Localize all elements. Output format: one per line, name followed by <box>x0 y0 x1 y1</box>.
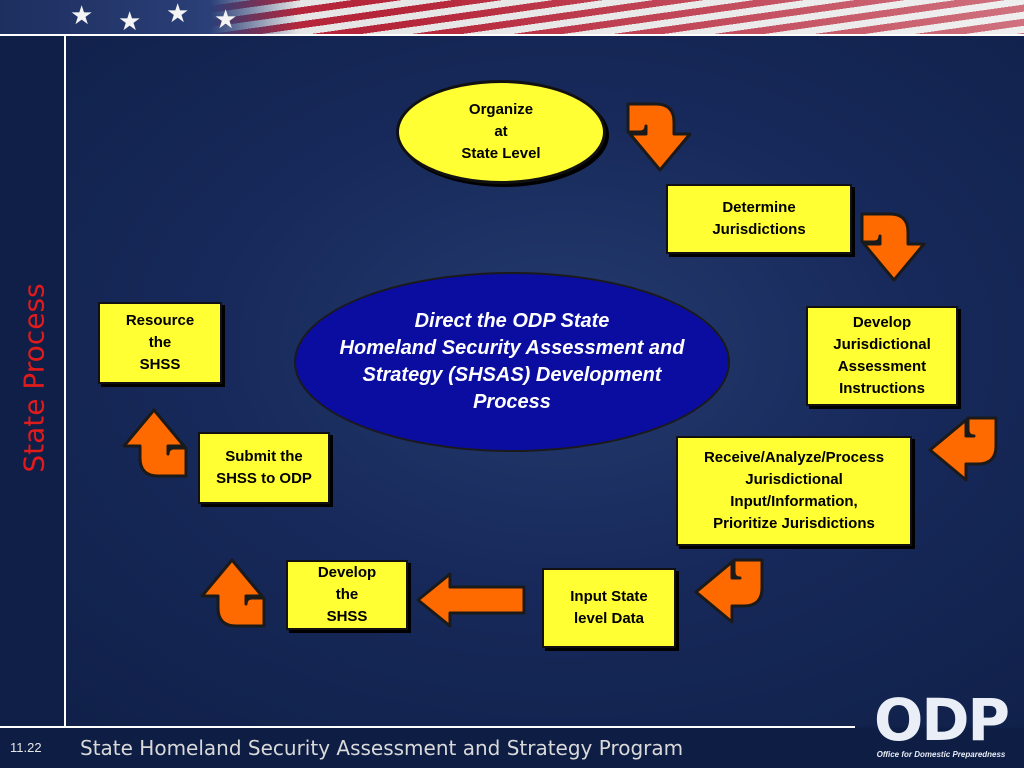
node-input-state-data: Input State level Data <box>542 568 676 648</box>
star-icon: ★ <box>166 0 189 26</box>
node-determine-jurisdictions: Determine Jurisdictions <box>666 184 852 254</box>
logo-text: ODP <box>874 686 1010 754</box>
flag-canton <box>0 0 300 34</box>
side-panel <box>0 36 64 726</box>
center-goal-ellipse: Direct the ODP State Homeland Security A… <box>294 272 730 452</box>
arrow-icon <box>626 102 692 172</box>
node-resource-shss: Resource the SHSS <box>98 302 222 384</box>
slide-number: 11.22 <box>10 740 42 755</box>
star-icon: ★ <box>118 8 141 34</box>
arrow-icon <box>122 408 188 478</box>
footer-bar <box>0 728 1024 768</box>
node-develop-instructions: Develop Jurisdictional Assessment Instru… <box>806 306 958 406</box>
arrow-icon <box>200 558 266 628</box>
footer-divider <box>0 726 855 728</box>
flag-banner: ★ ★ ★ ★ <box>0 0 1024 34</box>
vertical-divider <box>64 36 66 768</box>
node-organize: Organize at State Level <box>396 80 606 184</box>
arrow-icon <box>860 212 926 282</box>
arrow-icon <box>928 416 998 482</box>
arrow-icon <box>694 558 764 624</box>
footer-title: State Homeland Security Assessment and S… <box>80 736 684 760</box>
star-icon: ★ <box>214 6 237 32</box>
node-develop-shss: Develop the SHSS <box>286 560 408 630</box>
node-submit-shss: Submit the SHSS to ODP <box>198 432 330 504</box>
arrow-icon <box>416 572 526 628</box>
header-divider <box>0 34 1024 36</box>
node-receive-analyze: Receive/Analyze/Process Jurisdictional I… <box>676 436 912 546</box>
logo-subtitle: Office for Domestic Preparedness <box>876 750 1006 759</box>
odp-logo: ODP Office for Domestic Preparedness <box>858 684 1024 768</box>
star-icon: ★ <box>70 2 93 28</box>
